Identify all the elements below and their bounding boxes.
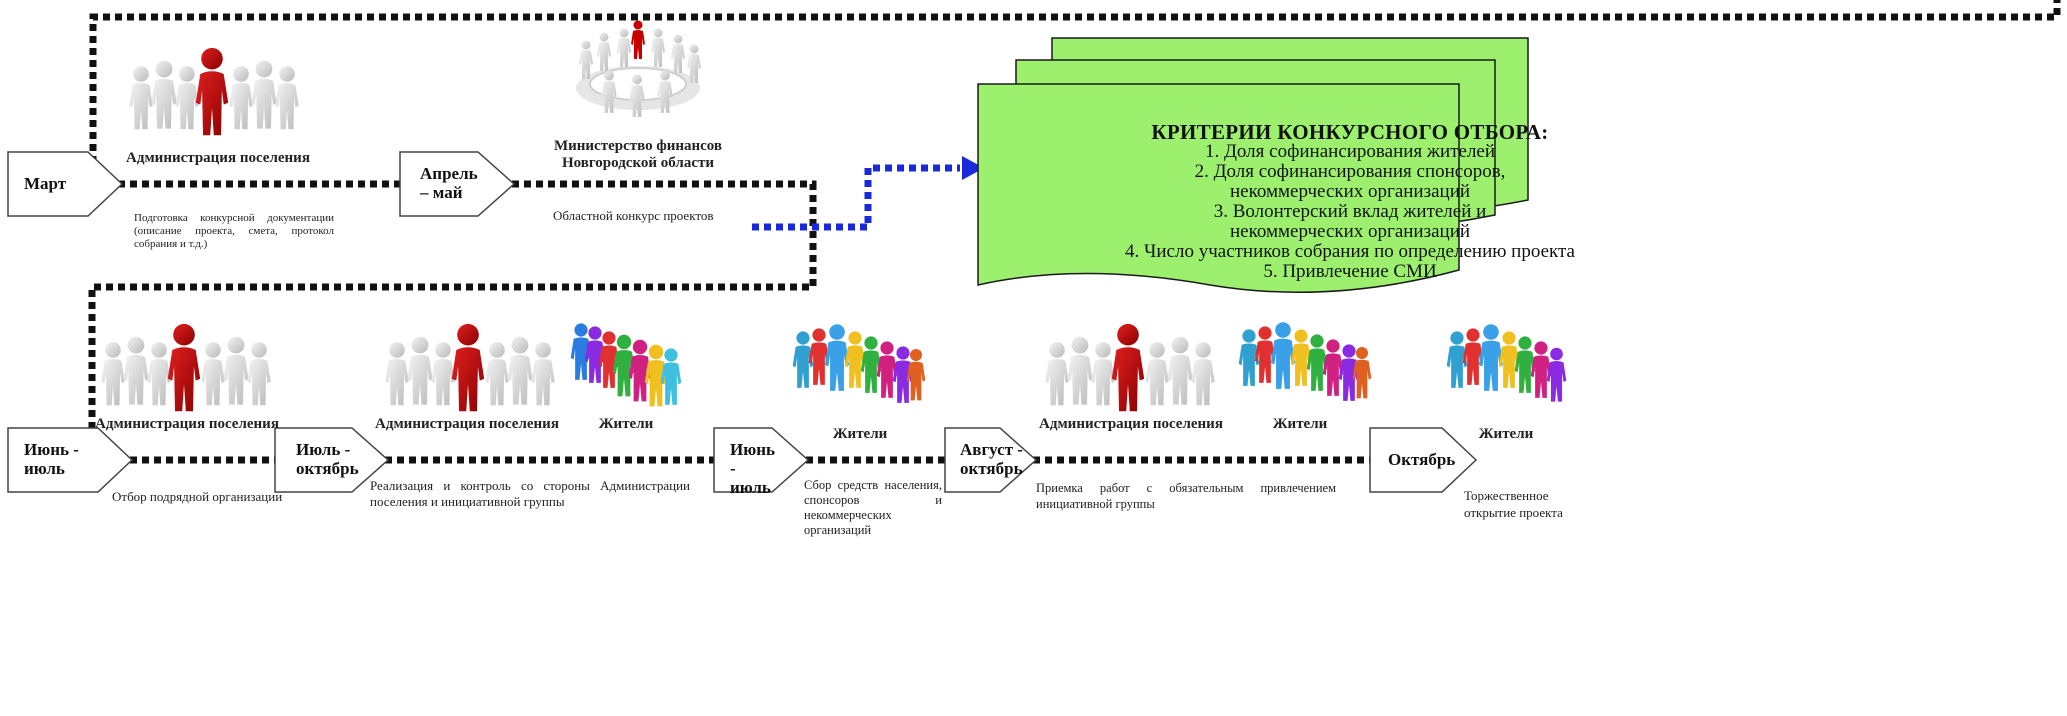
stage-shapes xyxy=(7,151,1478,493)
round-table-icon xyxy=(576,20,701,117)
criteria-cards xyxy=(977,37,1529,294)
stage-shape-march xyxy=(7,151,124,217)
people-group-admin-3 xyxy=(385,323,555,412)
stage-shape-april xyxy=(399,151,516,217)
stage-label-october: Октябрь xyxy=(1388,450,1456,469)
criteria-card-front xyxy=(977,83,1460,294)
criteria-item: 4. Число участников собрания по определе… xyxy=(1125,241,1575,262)
label-admin-3: Администрация поселения xyxy=(375,416,559,432)
stage-label-april-may: Апрель – май xyxy=(420,164,478,202)
top-loop-line xyxy=(89,0,2061,175)
flow-lines xyxy=(88,0,2061,464)
label-admin-2: Администрация поселения xyxy=(95,416,279,432)
criteria-item: 2. Доля софинансирования спонсоров, неко… xyxy=(1194,161,1506,202)
criteria-title: КРИТЕРИИ КОНКУРСНОГО ОТБОРА: xyxy=(1151,120,1549,144)
desc-contractor: Отбор подрядной организации xyxy=(112,489,283,504)
row1-line-b xyxy=(88,180,817,460)
label-admin-4: Администрация поселения xyxy=(1039,416,1223,432)
stage-shape-june2 xyxy=(713,427,810,493)
residents-group-2 xyxy=(792,324,926,403)
label-residents-2: Жители xyxy=(832,426,888,442)
desc-fundraising: Сбор средств населения, спонсоров и неко… xyxy=(804,478,942,537)
blue-dotted-arrow-line xyxy=(752,164,960,231)
label-residents-3: Жители xyxy=(1272,416,1328,432)
stage-label-june-july-2: Июнь - июль xyxy=(730,440,775,497)
label-ministry: Министерство финансов Новгородской облас… xyxy=(553,138,723,171)
stage-label-march: Март xyxy=(24,174,67,193)
people-group-admin-1 xyxy=(129,47,299,136)
stage-shape-october xyxy=(1369,427,1478,493)
label-admin-1: Администрация поселения xyxy=(126,150,310,166)
criteria-item: 3. Волонтерский вклад жителей и некоммер… xyxy=(1213,201,1487,242)
desc-acceptance: Приемка работ с обязательным привлечение… xyxy=(1036,481,1336,511)
stage-label-july-october: Июль - октябрь xyxy=(296,440,359,478)
desc-opening: Торжественное открытие проекта xyxy=(1464,488,1563,520)
residents-group-4 xyxy=(1446,324,1567,402)
stage-shape-july-oct xyxy=(274,427,390,493)
people-group-admin-2 xyxy=(101,323,271,412)
residents-group-3 xyxy=(1238,322,1372,401)
desc-prep: Подготовка конкурсной документации (опис… xyxy=(134,212,334,250)
residents-group-1 xyxy=(570,323,682,407)
people-group-admin-4 xyxy=(1045,323,1215,412)
label-residents-4: Жители xyxy=(1478,426,1534,442)
criteria-item: 5. Привлечение СМИ xyxy=(1263,261,1437,282)
stage-label-august-october: Август - октябрь xyxy=(960,440,1023,478)
desc-contest: Областной конкурс проектов xyxy=(553,208,714,223)
label-residents-1: Жители xyxy=(598,416,654,432)
stage-label-june-july-1: Июнь - июль xyxy=(24,440,79,478)
stage-shape-aug-oct xyxy=(944,427,1038,493)
blue-arrowhead-icon xyxy=(962,156,984,180)
stage-shape-june1 xyxy=(7,427,134,493)
desc-control: Реализация и контроль со стороны Админис… xyxy=(370,478,690,509)
criteria-block: КРИТЕРИИ КОНКУРСНОГО ОТБОРА: 1. Доля соф… xyxy=(1000,122,1700,282)
criteria-item: 1. Доля софинансирования жителей xyxy=(1204,141,1496,162)
